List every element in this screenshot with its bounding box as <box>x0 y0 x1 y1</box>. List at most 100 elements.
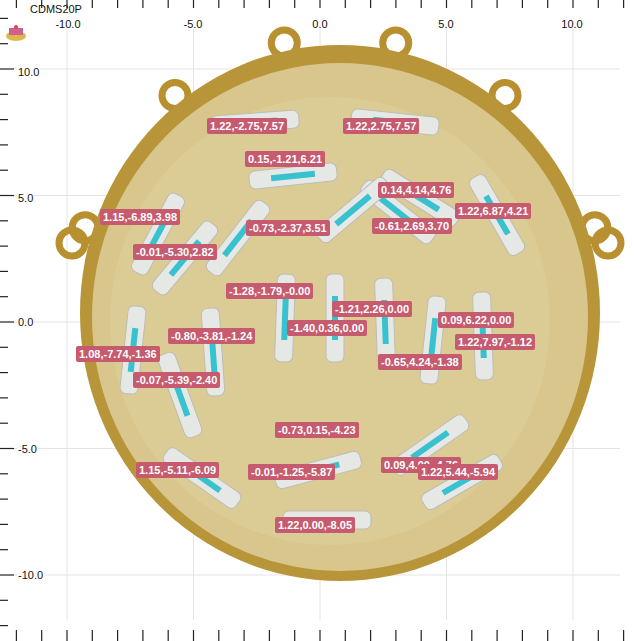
coordinate-tag: 1.15,-6.89,3.98 <box>100 209 180 225</box>
coordinate-tag: -0.61,2.69,3.70 <box>372 218 452 234</box>
tick-mark <box>547 0 548 8</box>
tick-mark <box>244 0 245 8</box>
tick-mark <box>547 630 548 641</box>
tick-mark <box>0 549 8 550</box>
tick-mark <box>269 0 270 8</box>
tick-mark <box>0 271 8 272</box>
tick-mark <box>0 43 8 44</box>
tick-mark <box>598 630 599 641</box>
tick-mark <box>0 94 8 95</box>
tick-mark <box>572 0 573 8</box>
tick-mark <box>16 630 17 641</box>
coordinate-tag: -1.40,0.36,0.00 <box>287 320 367 336</box>
coordinate-text: -0.01,-1.25,-5.87 <box>251 465 332 479</box>
coordinate-tag: -0.07,-5.39,-2.40 <box>133 372 220 388</box>
tick-mark <box>142 0 143 8</box>
sample-tube <box>161 445 243 510</box>
tick-mark <box>0 170 8 171</box>
axis-label: -10.0 <box>55 18 80 31</box>
coordinate-text: -0.01,-5.30,2.82 <box>136 245 214 259</box>
coordinate-text: 1.15,-6.89,3.98 <box>103 210 177 224</box>
tube-body <box>419 295 446 384</box>
tick-mark <box>92 630 93 641</box>
coordinate-tag: -1.21,2.26,0.00 <box>332 301 412 317</box>
tick-mark <box>142 630 143 641</box>
tick-mark <box>294 0 295 8</box>
lug-ring <box>595 230 621 256</box>
coordinate-text: 1.22,6.87,4.21 <box>458 204 528 218</box>
tick-mark <box>0 524 8 525</box>
coordinate-tag: -0.80,-3.81,-1.24 <box>168 328 255 344</box>
tube-stripe <box>271 171 315 182</box>
coordinate-tag: 1.22,5.44,-5.94 <box>418 464 498 480</box>
tick-mark <box>497 630 498 641</box>
tick-mark <box>0 296 8 297</box>
coordinate-text: 0.09,6.22,0.00 <box>441 313 511 327</box>
tick-mark <box>0 397 8 398</box>
coordinate-tag: 1.22,2.75,7.57 <box>343 118 419 134</box>
tick-mark <box>0 600 8 601</box>
sample-tube <box>156 351 203 440</box>
tick-mark <box>345 630 346 641</box>
tick-mark <box>319 630 320 641</box>
tick-mark <box>421 630 422 641</box>
tick-mark <box>218 0 219 8</box>
coordinate-tag: 0.14,4.14,4.76 <box>378 182 454 198</box>
tick-mark <box>0 423 8 424</box>
tick-mark <box>446 0 447 8</box>
tick-mark <box>0 347 8 348</box>
coordinate-tag: 0.09,6.22,0.00 <box>438 312 514 328</box>
axis-label: -10.0 <box>17 569 44 582</box>
axis-label: 0.0 <box>17 316 34 329</box>
tick-mark <box>0 321 14 322</box>
tick-mark <box>623 630 624 641</box>
face-highlight <box>110 97 550 545</box>
coordinate-text: -0.80,-3.81,-1.24 <box>171 329 252 343</box>
axis-label: -5.0 <box>17 443 38 456</box>
coordinate-tag: -0.65,4.24,-1.38 <box>378 354 462 370</box>
logo-icon <box>6 25 26 41</box>
tick-mark <box>294 630 295 641</box>
tube-body <box>161 445 243 510</box>
coordinate-tag: 0.15,-1.21,6.21 <box>245 151 325 167</box>
tick-mark <box>193 630 194 641</box>
tick-mark <box>117 0 118 8</box>
tick-mark <box>41 630 42 641</box>
axis-label: 10.0 <box>17 66 40 79</box>
tick-mark <box>0 574 14 575</box>
tick-mark <box>0 144 8 145</box>
tick-mark <box>0 18 8 19</box>
coordinate-text: 1.22,5.44,-5.94 <box>421 465 495 479</box>
tube-stripe <box>334 194 372 227</box>
tick-mark <box>168 630 169 641</box>
coordinate-tag: -0.01,-5.30,2.82 <box>133 244 217 260</box>
coordinate-tag: -1.28,-1.79,-0.00 <box>226 283 313 299</box>
tick-mark <box>319 0 320 8</box>
tick-mark <box>117 630 118 641</box>
coordinate-tag: 1.22,0.00,-8.05 <box>275 517 355 533</box>
tick-mark <box>16 0 17 8</box>
tick-mark <box>370 630 371 641</box>
sample-tube <box>419 295 446 384</box>
tick-mark <box>244 630 245 641</box>
coordinate-tag: -0.73,-2.37,3.51 <box>246 220 330 236</box>
coordinate-text: 1.22,7.97,-1.12 <box>458 335 532 349</box>
tick-mark <box>193 0 194 8</box>
coordinate-text: -1.28,-1.79,-0.00 <box>229 284 310 298</box>
tick-mark <box>0 68 14 69</box>
tube-body <box>326 274 344 362</box>
tick-mark <box>269 630 270 641</box>
coordinate-text: -0.73,0.15,-4.23 <box>278 423 356 437</box>
tick-mark <box>370 0 371 8</box>
coordinate-tag: 1.22,-2.75,7.57 <box>207 118 287 134</box>
logo-text: CDMS20P <box>30 3 82 16</box>
tick-mark <box>0 195 14 196</box>
sample-tube <box>374 278 395 367</box>
coordinate-tag: -0.73,0.15,-4.23 <box>275 422 359 438</box>
tambourine-face <box>92 63 588 571</box>
axis-label: -5.0 <box>184 18 203 31</box>
tick-mark <box>0 372 8 373</box>
axis-label: 0.0 <box>312 18 327 31</box>
tube-stripe <box>410 430 449 460</box>
